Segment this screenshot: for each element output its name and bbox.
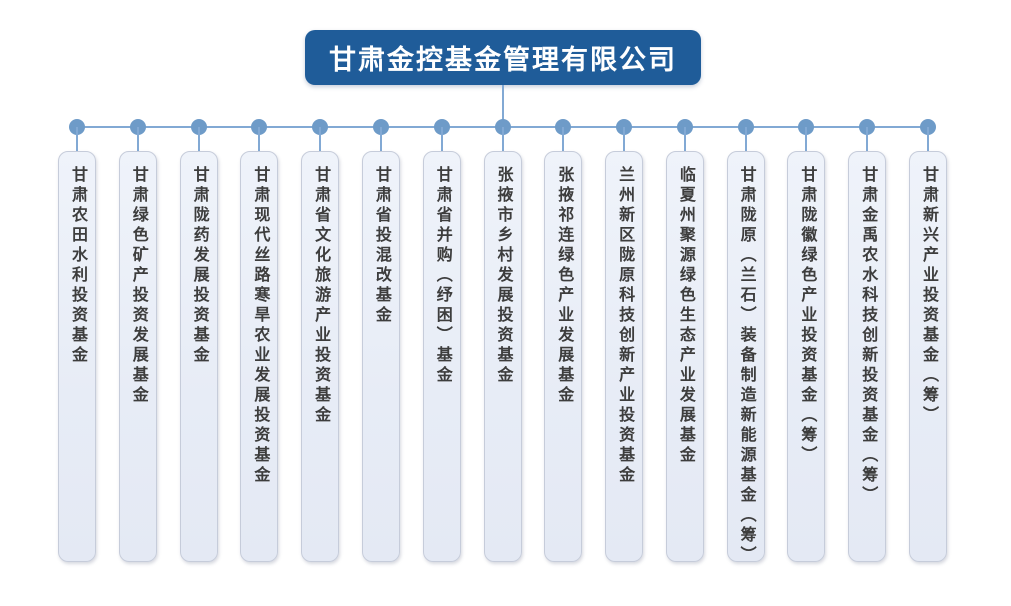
fund-label: 甘肃农田水利投资基金 [69,166,86,366]
fund-node: 甘肃省文化旅游产业投资基金 [301,151,340,562]
root-company-node: 甘肃金控基金管理有限公司 [305,30,701,85]
fund-label: 张掖祁连绿色产业发展基金 [555,166,573,406]
fund-label: 甘肃省投混改基金 [372,166,390,326]
fund-node: 张掖祁连绿色产业发展基金 [544,151,583,562]
fund-label: 甘肃陇徽绿色产业投资基金（筹） [798,166,816,466]
fund-node: 张掖市乡村发展投资基金 [483,151,522,562]
fund-node: 甘肃陇徽绿色产业投资基金（筹） [787,151,826,562]
fund-node: 兰州新区陇原科技创新产业投资基金 [605,151,644,562]
fund-label: 甘肃陇原（兰石）装备制造新能源基金（筹） [737,166,755,566]
fund-label: 甘肃省并购（纾困）基金 [433,166,451,386]
fund-label: 甘肃新兴产业投资基金（筹） [920,166,937,426]
fund-node: 甘肃农田水利投资基金 [58,151,96,562]
fund-node: 甘肃陇药发展投资基金 [179,151,218,562]
fund-node: 临夏州聚源绿色生态产业发展基金 [665,151,704,562]
connector-drop-line [562,127,565,161]
fund-label: 甘肃绿色矿产投资发展基金 [129,166,147,406]
connector-drop-line [258,127,261,161]
root-company-label: 甘肃金控基金管理有限公司 [329,45,677,75]
fund-node: 甘肃金禹农水科技创新投资基金（筹） [848,151,887,562]
fund-label: 甘肃现代丝路寒旱农业发展投资基金 [251,166,269,486]
root-connector-line [502,85,504,127]
fund-node: 甘肃陇原（兰石）装备制造新能源基金（筹） [726,151,765,566]
fund-label: 临夏州聚源绿色生态产业发展基金 [676,166,694,466]
fund-label: 甘肃金禹农水科技创新投资基金（筹） [859,166,877,506]
fund-node: 甘肃绿色矿产投资发展基金 [118,151,157,562]
connector-drop-line [623,127,626,161]
fund-label: 甘肃省文化旅游产业投资基金 [312,166,330,426]
connector-drop-line [744,127,747,161]
connector-drop-line [440,127,443,161]
connector-drop-line [805,127,808,161]
connector-drop-line [136,127,139,161]
fund-node: 甘肃省并购（纾困）基金 [422,151,461,562]
connector-drop-line [683,127,686,161]
connector-drop-line [319,127,322,161]
connector-drop-line [197,127,200,161]
connector-drop-line [76,127,78,161]
connector-drop-line [927,127,929,161]
fund-label: 张掖市乡村发展投资基金 [494,166,512,386]
fund-label: 甘肃陇药发展投资基金 [190,166,208,366]
fund-node: 甘肃省投混改基金 [361,151,400,562]
connector-drop-line [501,127,504,161]
connector-drop-line [379,127,382,161]
fund-label: 兰州新区陇原科技创新产业投资基金 [616,166,634,486]
fund-node: 甘肃现代丝路寒旱农业发展投资基金 [240,151,279,562]
fund-node: 甘肃新兴产业投资基金（筹） [909,151,947,562]
connector-drop-line [866,127,869,161]
